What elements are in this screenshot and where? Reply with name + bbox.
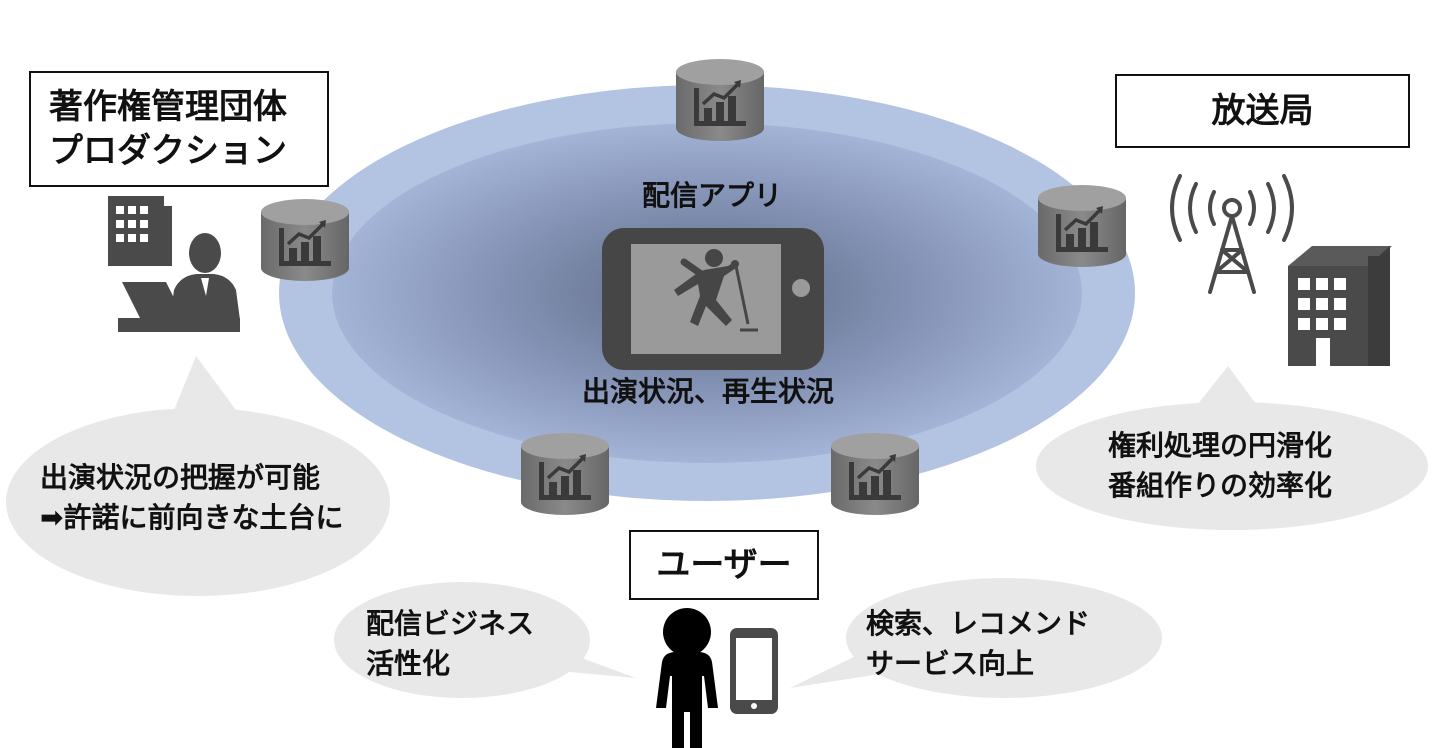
bubble-user-right xyxy=(790,578,1162,698)
bubble-user-left-text: 配信ビジネス 活性化 xyxy=(366,604,534,684)
status-label: 出演状況、再生状況 xyxy=(581,375,834,408)
rights-org-line-1: 著作権管理団体 xyxy=(49,87,287,127)
bubble-broadcast-line-2: 番組作りの効率化 xyxy=(1108,469,1333,502)
database-icon-bottom-left xyxy=(519,431,611,517)
user-label: ユーザー xyxy=(656,545,792,585)
database-icon-bottom-right xyxy=(829,431,921,517)
bubble-broadcast-text: 権利処理の円滑化 番組作りの効率化 xyxy=(1108,426,1332,506)
rights-org-box: 著作権管理団体 プロダクション xyxy=(29,71,329,187)
broadcast-tower-icon xyxy=(1170,174,1294,294)
smartphone-singer-icon xyxy=(602,228,824,370)
building-icon xyxy=(1288,246,1392,366)
bubble-broadcast-line-1: 権利処理の円滑化 xyxy=(1108,429,1333,462)
bubble-rights-line-1: 出演状況の把握が可能 xyxy=(40,461,321,494)
user-box: ユーザー xyxy=(629,530,819,600)
database-icon-right xyxy=(1036,183,1128,269)
bubble-user-right-line-2: サービス向上 xyxy=(866,647,1035,680)
bubble-user-left-line-2: 活性化 xyxy=(366,647,451,680)
bubble-user-left-line-1: 配信ビジネス xyxy=(366,607,535,640)
bubble-user-right-line-1: 検索、レコメンド xyxy=(866,607,1091,640)
broadcaster-label: 放送局 xyxy=(1211,91,1314,131)
bubble-user-right-text: 検索、レコメンド サービス向上 xyxy=(866,604,1090,684)
rights-org-line-2: プロダクション xyxy=(49,131,287,171)
bubble-broadcast xyxy=(1036,366,1428,530)
bubble-rights-text: 出演状況の把握が可能 ➡許諾に前向きな土台に xyxy=(40,458,343,538)
bubble-user-left xyxy=(334,582,636,698)
database-icon-left xyxy=(259,197,351,283)
office-worker-icon xyxy=(108,196,240,332)
user-person-icon xyxy=(656,608,718,748)
broadcaster-box: 放送局 xyxy=(1115,74,1410,148)
bubble-rights-line-2: ➡許諾に前向きな土台に xyxy=(40,501,344,534)
bubble-rights xyxy=(6,356,390,596)
database-icon-top xyxy=(674,57,766,143)
user-phone-icon xyxy=(730,628,778,714)
app-label: 配信アプリ xyxy=(641,179,782,212)
